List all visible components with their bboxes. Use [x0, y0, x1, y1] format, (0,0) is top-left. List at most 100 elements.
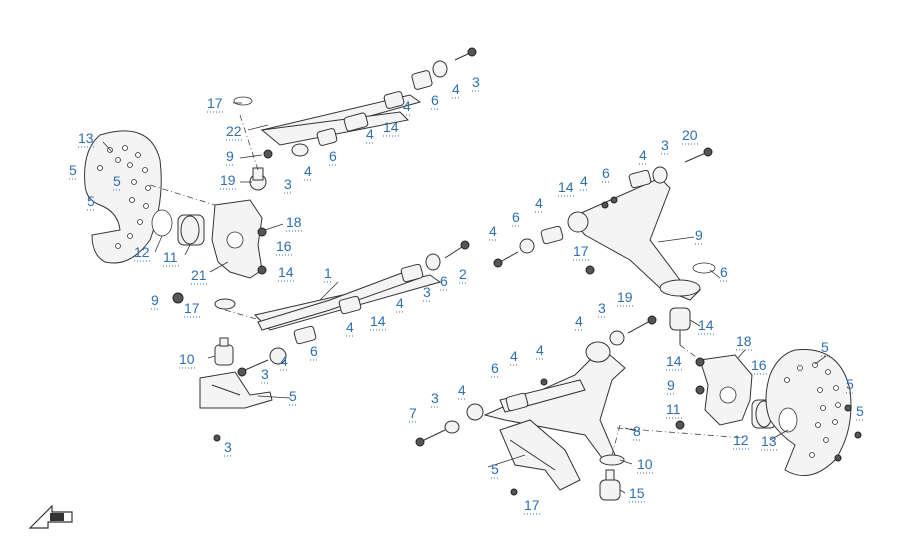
callout-number: 5 — [846, 376, 854, 392]
callout-1: 1 — [324, 265, 332, 283]
callout-5: 5 — [846, 376, 854, 394]
callout-15: 15 — [629, 485, 645, 503]
callout-3: 3 — [284, 176, 292, 194]
callout-6: 6 — [329, 148, 337, 166]
callout-number: 1 — [324, 265, 332, 281]
callout-4: 4 — [535, 195, 543, 213]
callout-number: 6 — [491, 360, 499, 376]
callout-6: 6 — [431, 92, 439, 110]
callout-number: 3 — [472, 74, 480, 90]
callout-9: 9 — [151, 292, 159, 310]
callout-number: 12 — [134, 244, 150, 260]
callout-number: 14 — [698, 317, 714, 333]
callout-19: 19 — [220, 172, 236, 190]
callout-number: 4 — [304, 163, 312, 179]
upper-a-arm-right — [493, 147, 716, 301]
callout-number: 14 — [278, 264, 294, 280]
callout-number: 5 — [69, 162, 77, 178]
callout-22: 22 — [226, 123, 242, 141]
brake-disc-left — [84, 130, 173, 264]
callout-6: 6 — [720, 264, 728, 282]
callout-3: 3 — [661, 137, 669, 155]
callout-11: 11 — [666, 401, 682, 419]
callout-6: 6 — [491, 360, 499, 378]
callout-number: 14 — [558, 179, 574, 195]
callout-number: 5 — [289, 388, 297, 404]
callout-number: 4 — [452, 81, 460, 97]
callout-6: 6 — [512, 209, 520, 227]
callout-number: 10 — [637, 456, 653, 472]
parts-drawing — [28, 47, 862, 529]
callout-6: 6 — [440, 273, 448, 291]
callout-9: 9 — [695, 227, 703, 245]
callout-number: 11 — [666, 401, 681, 417]
callout-number: 9 — [151, 292, 159, 308]
callout-8: 8 — [633, 423, 641, 441]
callout-14: 14 — [383, 119, 399, 137]
callout-5: 5 — [113, 173, 121, 191]
front-direction-arrow-icon — [28, 504, 73, 529]
callout-14: 14 — [370, 313, 386, 331]
callout-9: 9 — [226, 148, 234, 166]
callout-number: 12 — [733, 432, 749, 448]
callout-4: 4 — [304, 163, 312, 181]
callout-13: 13 — [78, 130, 94, 148]
callout-number: 6 — [310, 343, 318, 359]
callout-number: 22 — [226, 123, 242, 139]
callout-number: 4 — [510, 348, 518, 364]
callout-number: 4 — [489, 223, 497, 239]
callout-number: 4 — [535, 195, 543, 211]
callout-14: 14 — [558, 179, 574, 197]
skid-guard-right — [499, 419, 581, 496]
callout-number: 6 — [512, 209, 520, 225]
callout-number: 3 — [284, 176, 292, 192]
callout-number: 13 — [761, 433, 777, 449]
callout-17: 17 — [524, 497, 540, 515]
callout-number: 4 — [639, 147, 647, 163]
callout-number: 17 — [524, 497, 540, 513]
callout-number: 16 — [751, 357, 767, 373]
callout-4: 4 — [580, 173, 588, 191]
ball-joint-right-upper — [669, 307, 691, 345]
callout-3: 3 — [598, 300, 606, 318]
steering-knuckle-left — [172, 167, 267, 310]
callout-number: 19 — [617, 289, 633, 305]
callout-4: 4 — [536, 342, 544, 360]
callout-10: 10 — [637, 456, 653, 474]
callout-number: 20 — [682, 127, 698, 143]
callout-4: 4 — [639, 147, 647, 165]
callout-13: 13 — [761, 433, 777, 451]
upper-a-arm-left — [233, 47, 477, 159]
callout-number: 6 — [431, 92, 439, 108]
callout-4: 4 — [346, 319, 354, 337]
callout-3: 3 — [431, 390, 439, 408]
callout-number: 4 — [458, 382, 466, 398]
assembly-lines — [149, 114, 746, 456]
callout-number: 15 — [629, 485, 645, 501]
callout-6: 6 — [602, 165, 610, 183]
callout-21: 21 — [191, 267, 207, 285]
callout-2: 2 — [459, 266, 467, 284]
callout-number: 4 — [575, 313, 583, 329]
callout-14: 14 — [698, 317, 714, 335]
callout-number: 4 — [580, 173, 588, 189]
callout-number: 4 — [396, 295, 404, 311]
callout-18: 18 — [736, 333, 752, 351]
callout-17: 17 — [207, 95, 223, 113]
callout-number: 17 — [207, 95, 223, 111]
callout-number: 4 — [536, 342, 544, 358]
callout-number: 3 — [423, 284, 431, 300]
callout-17: 17 — [573, 243, 589, 261]
callout-number: 13 — [78, 130, 94, 146]
callout-20: 20 — [682, 127, 698, 145]
lower-a-arm-right — [415, 315, 657, 466]
callout-number: 7 — [409, 405, 417, 421]
callout-4: 4 — [396, 295, 404, 313]
callout-6: 6 — [310, 343, 318, 361]
callout-number: 17 — [184, 300, 200, 316]
callout-number: 6 — [720, 264, 728, 280]
callout-9: 9 — [667, 377, 675, 395]
callout-number: 5 — [821, 339, 829, 355]
callout-number: 4 — [403, 98, 411, 114]
callout-number: 6 — [329, 148, 337, 164]
